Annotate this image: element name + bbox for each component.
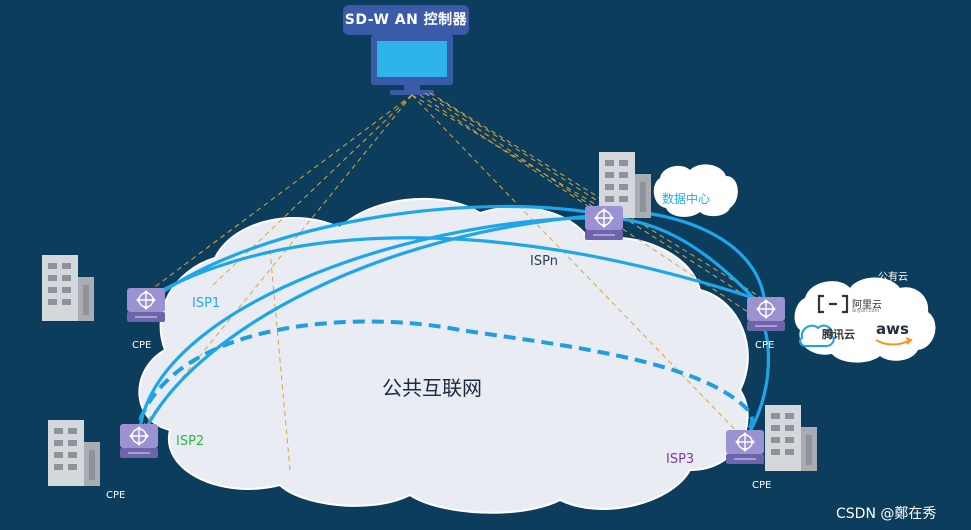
cpe-label: CPE: [132, 340, 152, 351]
branch-building-icon: [48, 420, 100, 486]
isp3-label: ISP3: [666, 452, 695, 467]
aws-label: aws: [876, 320, 909, 338]
cpe-router-icon: [119, 423, 159, 459]
tencent-cloud-logo-icon: [798, 324, 835, 347]
aliyun-label: 阿里云: [852, 300, 882, 311]
watermark-text: CSDN @鄭在秀: [836, 506, 937, 522]
isp-links: [138, 204, 770, 441]
isp-dashed-loop: [138, 319, 755, 432]
tencent-cloud-label: 腾讯云: [822, 328, 855, 341]
cpe-label: CPE: [106, 490, 126, 501]
isp1-label: ISP1: [192, 296, 221, 311]
public-cloud-label: 公有云: [878, 272, 908, 283]
controller-title: SD-W AN 控制器: [343, 5, 469, 35]
cpe-label: CPE: [755, 340, 775, 351]
isp2-label: ISP2: [176, 434, 205, 449]
cpe-router-icon: [725, 429, 765, 465]
ispn-label: ISPn: [530, 254, 558, 269]
branch-building-icon: [42, 255, 94, 321]
cloud-cpe-router-icon: [746, 296, 786, 332]
aws-smile-icon: [875, 337, 913, 346]
controller-monitor-icon: [371, 35, 453, 95]
aliyun-sublabel: aliyun.com: [852, 308, 880, 314]
datacenter-label: 数据中心: [662, 192, 711, 206]
internet-label: 公共互联网: [382, 376, 482, 400]
branch-building-icon: [765, 405, 817, 471]
cpe-router-icon: [126, 287, 166, 323]
datacenter-router-icon: [584, 205, 624, 241]
datacenter-bubble: [653, 164, 738, 217]
cpe-label: CPE: [752, 480, 772, 491]
aliyun-logo-icon: [817, 294, 849, 314]
public-cloud-bubble: [794, 277, 936, 363]
internet-cloud: [138, 197, 749, 514]
